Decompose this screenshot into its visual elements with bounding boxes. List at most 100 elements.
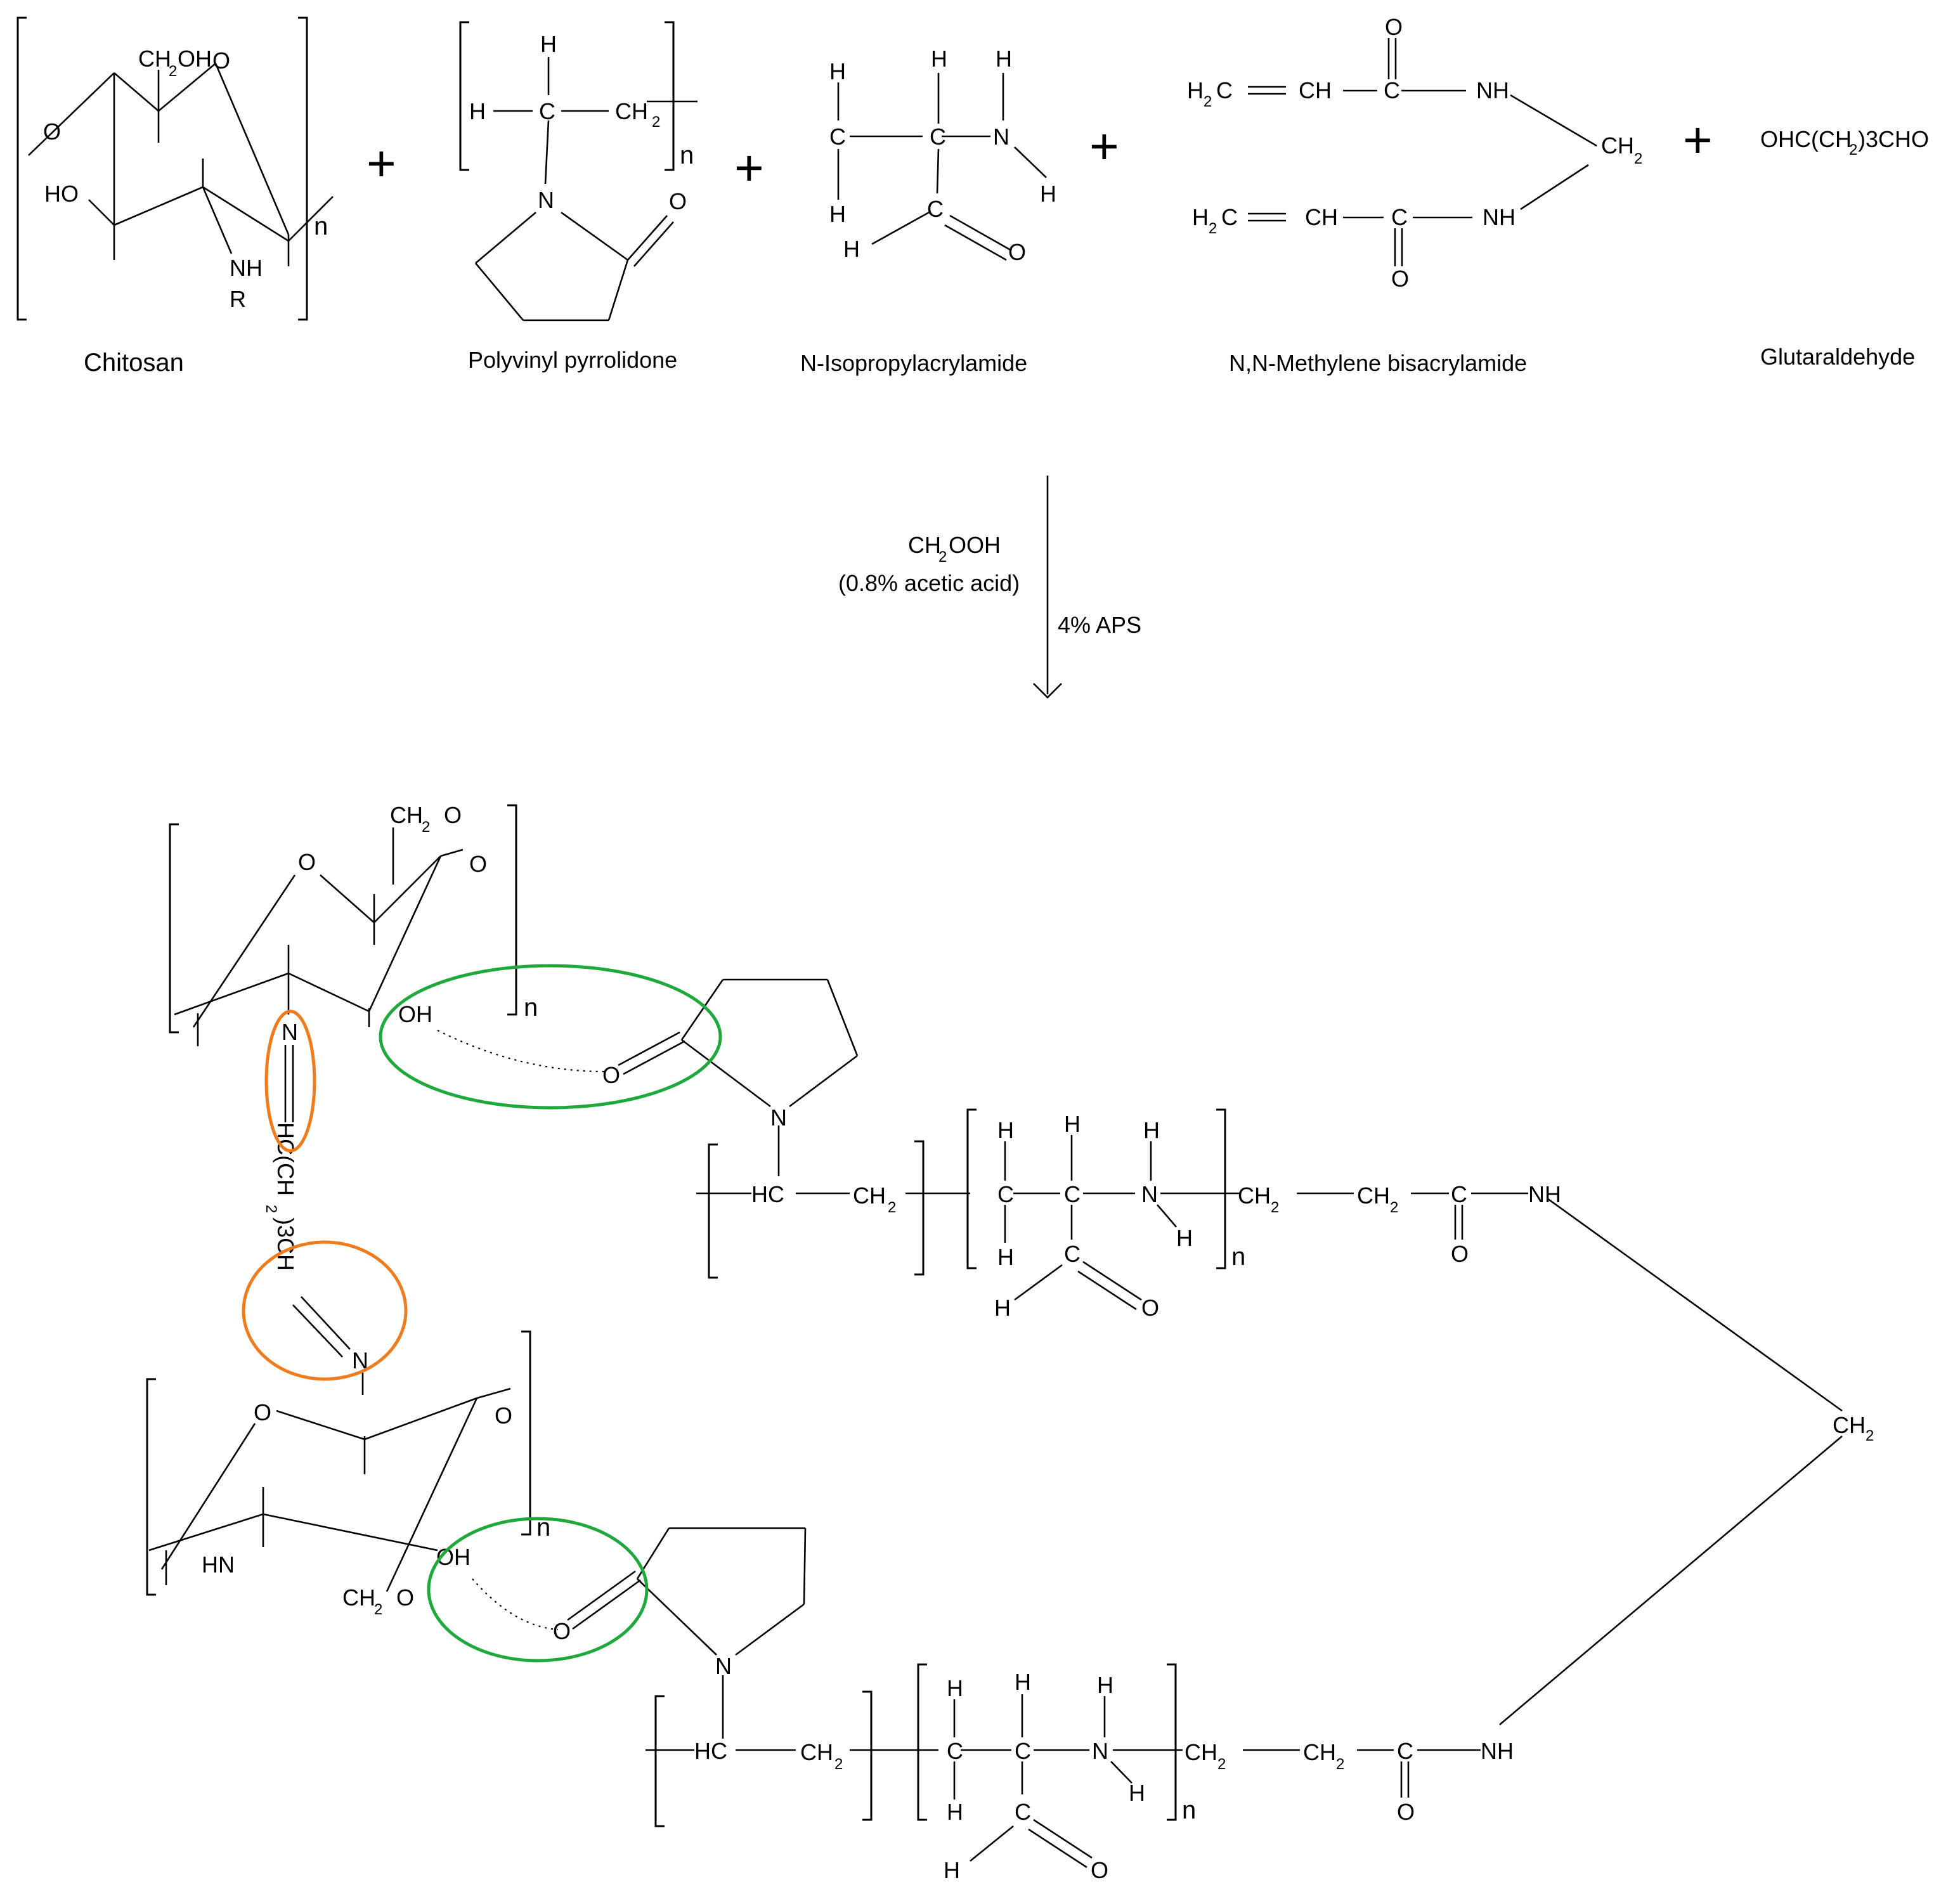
- lower-hn: HN: [202, 1552, 235, 1578]
- upper-hydroxyl: OH: [398, 1001, 432, 1027]
- lower-ring-oxygen: O: [254, 1399, 271, 1425]
- upper-mba-ch2-a: CH: [1238, 1183, 1271, 1209]
- lower-mba-ch2-a-sub: 2: [1217, 1756, 1226, 1773]
- upper-pvp-hc: HC: [751, 1181, 784, 1207]
- nipam-amine-hydrogen-right: H: [1040, 181, 1056, 207]
- upper-chitosan-right-bracket: [507, 804, 517, 1016]
- pvp-left-hydrogen: H: [469, 98, 486, 124]
- solvent-note: (0.8% acetic acid): [838, 570, 1020, 596]
- upper-chitosan-left-bracket: [169, 823, 179, 1034]
- lower-nipam-h1: H: [947, 1675, 963, 1701]
- lower-mba-ch2-b-sub: 2: [1336, 1756, 1344, 1773]
- nipam-methyl-hydrogen-top: H: [829, 58, 846, 84]
- product-glutaraldehyde-link: HC(CH 2 )3CH: [263, 1045, 351, 1358]
- lower-hydrogen-bond-highlight: [427, 1517, 649, 1663]
- chitosan-ch2oh-sub: 2: [169, 63, 177, 80]
- upper-pvp-right-bracket: [914, 1140, 925, 1276]
- nipam-formyl-hydrogen: H: [843, 236, 860, 262]
- mba-methylene-sub: 2: [1634, 150, 1642, 167]
- lower-mba-nh: NH: [1481, 1738, 1514, 1764]
- upper-nipam-h5: H: [994, 1295, 1011, 1321]
- glutaraldehyde-formula-end: )3CHO: [1858, 126, 1929, 152]
- solvent-ch: CH: [908, 532, 941, 558]
- upper-nipam-c3: C: [1064, 1241, 1081, 1267]
- chitosan-name: Chitosan: [84, 349, 184, 377]
- upper-nipam-nh-h: H: [1176, 1225, 1193, 1251]
- upper-mba-ch2-a-sub: 2: [1271, 1199, 1279, 1216]
- chitosan-hydroxyl: HO: [44, 181, 79, 207]
- product-upper-chitosan: CH 2 O O O OH N n: [169, 802, 538, 1046]
- upper-hydrogen-bond: [437, 1030, 606, 1073]
- mba-bottom-h-sub: 2: [1209, 220, 1217, 237]
- product-lower-mba: CH 2 CH 2 C O NH: [1184, 1738, 1514, 1825]
- mba-bottom-nh: NH: [1483, 204, 1515, 230]
- lower-nipam-h4: H: [947, 1799, 963, 1825]
- plus-sign-4: +: [1683, 112, 1713, 168]
- lower-nipam-n-subscript: n: [1182, 1796, 1196, 1824]
- plus-sign-2: +: [734, 139, 764, 196]
- mba-top-vinyl-carbon: C: [1216, 77, 1233, 103]
- lower-nipam-nitrogen: N: [1092, 1738, 1108, 1764]
- link-formula-start: HC(CH: [273, 1122, 299, 1196]
- chitosan-structure: CH 2 OH O O HO NH R n Chitosan: [16, 16, 334, 377]
- chitosan-left-bracket: [16, 16, 27, 321]
- solvent-ooh: OOH: [949, 532, 1001, 558]
- lower-imine-highlight: [242, 1240, 408, 1381]
- chitosan-right-bracket: [298, 16, 308, 321]
- lower-nipam-nh-h: H: [1129, 1780, 1145, 1806]
- nipam-name: N-Isopropylacrylamide: [800, 350, 1027, 376]
- nipam-alpha-carbon: C: [930, 124, 946, 150]
- upper-ch2-ch: CH: [390, 802, 423, 828]
- lower-nipam-c1: C: [947, 1738, 963, 1764]
- mba-name: N,N-Methylene bisacrylamide: [1229, 350, 1527, 376]
- pvp-structure: H H C CH 2 N O n Polyvinyl pyrrolidone: [459, 21, 698, 373]
- lower-nipam-left-bracket: [917, 1663, 927, 1821]
- link-formula-sub: 2: [263, 1205, 280, 1213]
- upper-right-oxygen: O: [469, 851, 487, 877]
- lower-nipam-right-bracket: [1167, 1663, 1177, 1821]
- upper-nipam-h2: H: [1064, 1111, 1081, 1137]
- chitosan-ch2oh-ch: CH: [138, 46, 171, 72]
- lower-nipam-h2: H: [1015, 1669, 1031, 1695]
- nipam-methyl-carbon: C: [829, 124, 846, 150]
- upper-imine-highlight: [264, 1009, 316, 1153]
- pvp-top-hydrogen: H: [540, 31, 557, 57]
- upper-nipam-nitrogen: N: [1141, 1181, 1158, 1207]
- upper-mba-oxygen: O: [1451, 1241, 1469, 1267]
- reaction-arrow: [1033, 476, 1062, 699]
- mba-top-h: H: [1187, 77, 1204, 103]
- product-upper-mba: CH 2 CH 2 C O NH: [1238, 1181, 1561, 1267]
- upper-hydrogen-bond-highlight: [379, 964, 722, 1110]
- upper-nipam-c2: C: [1064, 1181, 1081, 1207]
- glutaraldehyde-name: Glutaraldehyde: [1760, 344, 1915, 370]
- plus-sign-3: +: [1089, 118, 1119, 174]
- plus-sign-1: +: [367, 135, 396, 191]
- lower-ch2o-sub: 2: [374, 1601, 382, 1618]
- mba-top-carbonyl-carbon: C: [1384, 77, 1400, 103]
- lower-nipam-h5: H: [944, 1857, 960, 1883]
- lower-nipam-c2: C: [1015, 1738, 1031, 1764]
- lower-ch2o-ch: CH: [342, 1585, 375, 1611]
- product-upper-nipam: H H H C C N H H C H O n: [966, 1108, 1245, 1321]
- bridge-ch-sub: 2: [1866, 1427, 1874, 1444]
- pvp-name: Polyvinyl pyrrolidone: [468, 347, 677, 373]
- pvp-right-bracket: [665, 21, 675, 171]
- lower-pvp-right-bracket: [862, 1690, 873, 1821]
- product-methylene-bridge: CH 2: [1499, 1197, 1874, 1725]
- chitosan-ch2oh-oh: OH: [178, 46, 212, 72]
- chitosan-left-oxygen: O: [43, 119, 61, 145]
- pvp-carbon: C: [539, 98, 555, 124]
- lower-chitosan-left-bracket: [146, 1378, 156, 1596]
- product-lower-nipam: H H H C C N H H C H O n: [917, 1663, 1196, 1883]
- pvp-ch2: CH: [615, 98, 648, 124]
- upper-mba-ch2-b-sub: 2: [1390, 1199, 1398, 1216]
- upper-nipam-left-bracket: [966, 1108, 977, 1269]
- nipam-nitrogen: N: [993, 124, 1009, 150]
- lower-chitosan-right-bracket: [521, 1330, 531, 1536]
- link-formula-end: )3CH: [273, 1217, 299, 1271]
- lower-ch2o-o: O: [396, 1585, 414, 1611]
- mba-bottom-h: H: [1192, 204, 1209, 230]
- lower-pvp-ch2: CH: [800, 1739, 833, 1765]
- pvp-left-bracket: [459, 21, 469, 171]
